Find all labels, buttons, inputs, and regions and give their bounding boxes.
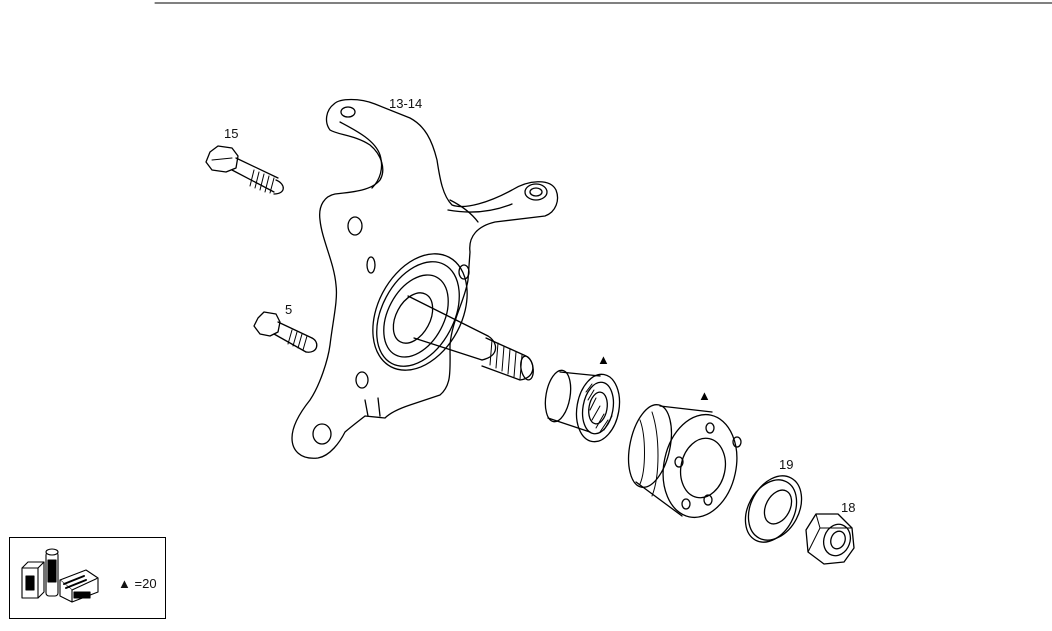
label-bolt-long: 15 [224, 126, 239, 141]
grease-tools-icon [21, 548, 99, 603]
label-nut: 18 [841, 500, 856, 515]
legend-box: ▲ =20 [9, 537, 166, 619]
bolt-long [205, 145, 284, 195]
label-washer: 19 [779, 457, 794, 472]
legend-value: =20 [134, 576, 157, 591]
marker-hub: ▲ [698, 388, 711, 403]
steering-knuckle [291, 98, 559, 459]
label-bolt-short: 5 [285, 302, 293, 317]
bolt-short [253, 311, 318, 353]
label-knuckle: 13-14 [389, 96, 423, 111]
washer [744, 475, 803, 543]
nut [805, 513, 855, 565]
legend-text: ▲ =20 [118, 576, 157, 591]
wheel-bearing [544, 369, 621, 443]
wheel-hub [627, 404, 742, 519]
marker-bearing: ▲ [597, 352, 610, 367]
legend-symbol: ▲ [118, 576, 131, 591]
